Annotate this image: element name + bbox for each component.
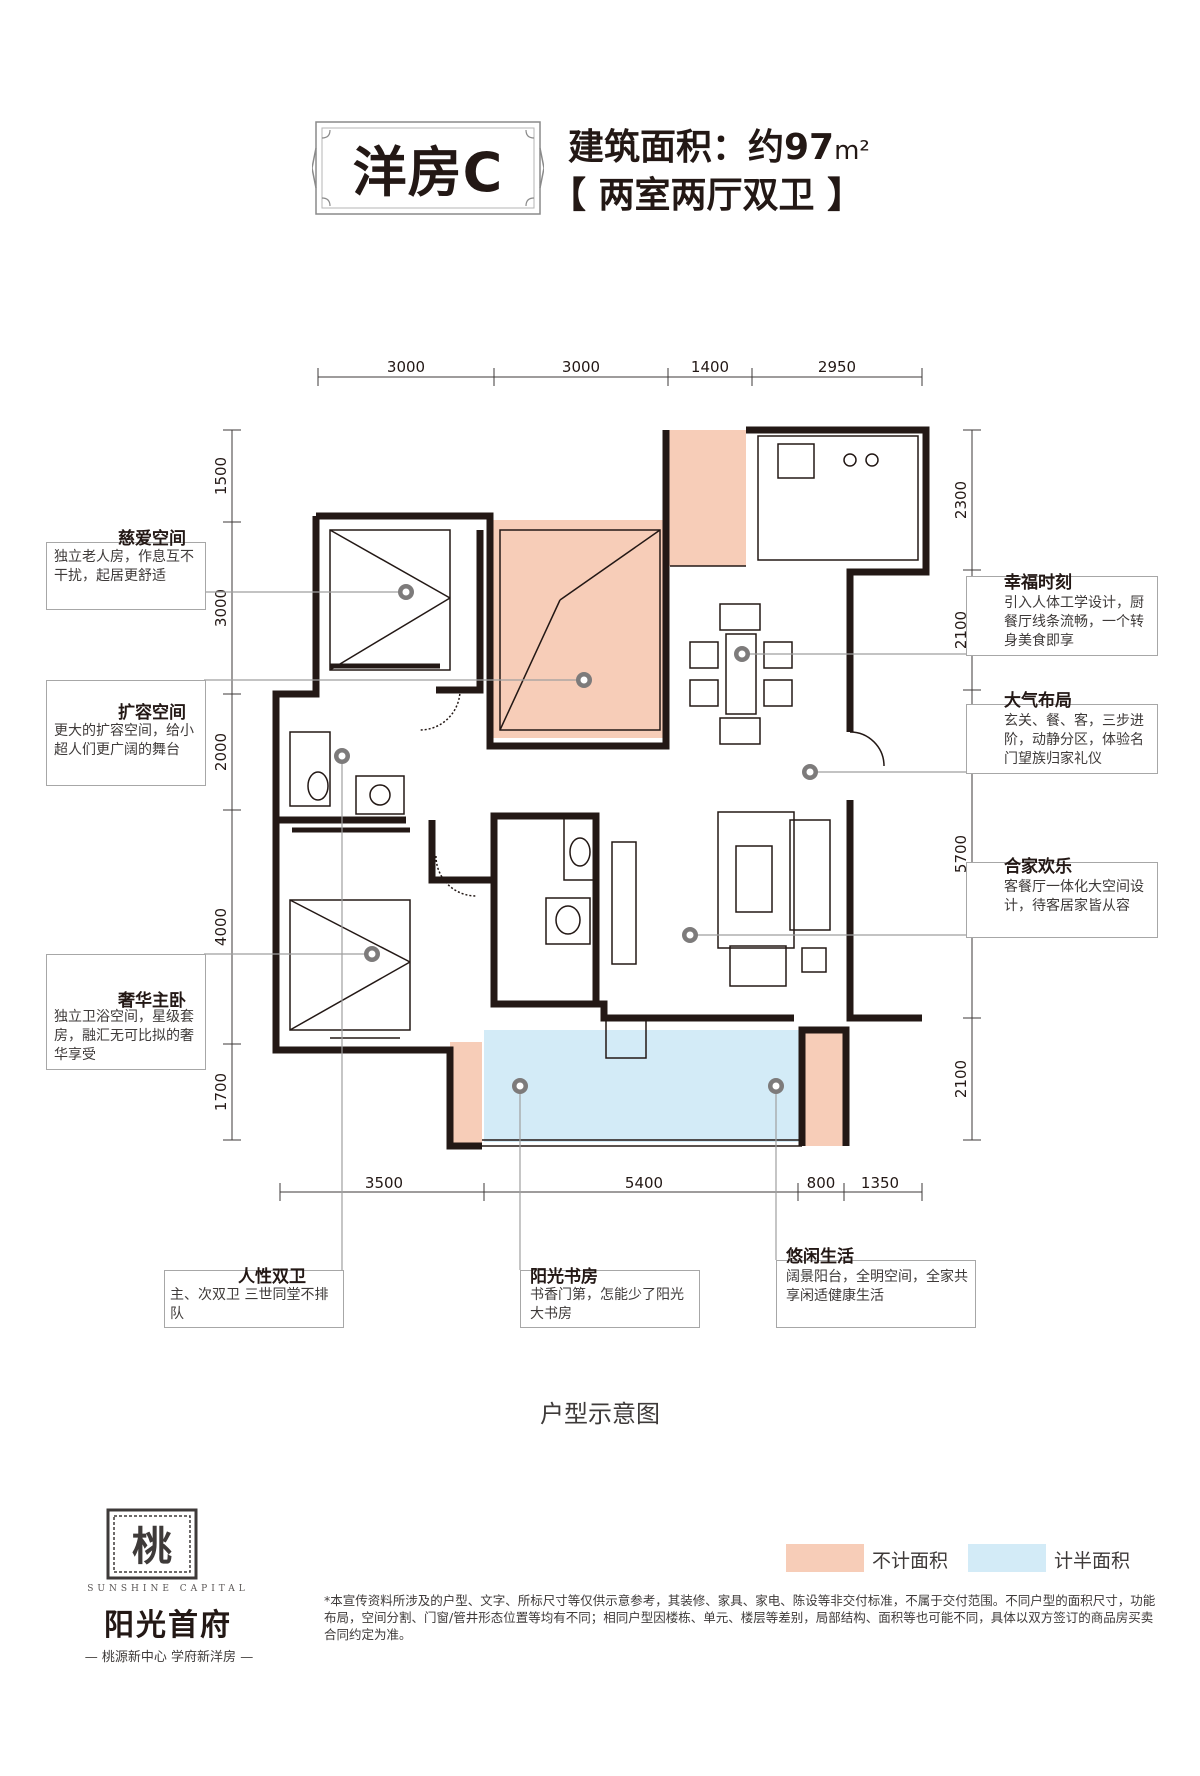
callout-hejia [966, 862, 1158, 938]
dim-bottom-1: 3500 [365, 1174, 403, 1192]
dim-right-4: 2100 [952, 1060, 970, 1098]
callout-cian-desc: 独立老人房，作息互不干扰，起居更舒适 [54, 549, 194, 584]
marker-dots [334, 584, 818, 1094]
no-area-zones [450, 430, 846, 1146]
legend-label-half-area: 计半面积 [1054, 1550, 1131, 1572]
callout-kuorong-title: 扩容空间 [118, 703, 186, 723]
dim-right-1: 2300 [952, 481, 970, 519]
title-plaque [312, 121, 544, 215]
dimension-lines [223, 368, 981, 1201]
callout-kuorong [46, 680, 206, 786]
brand-name: 阳光首府 [104, 1608, 232, 1643]
callout-shufang-title: 阳光书房 [530, 1267, 598, 1287]
legend-swatch-no-area [786, 1544, 864, 1572]
dimension-labels: 3000 3000 1400 2950 3500 5400 800 1350 1… [212, 358, 970, 1192]
layout-label: 【 两室两厅双卫 】 [550, 175, 864, 216]
brand-slogan: — 桃源新中心 学府新洋房 — [84, 1650, 254, 1665]
area-label: 建筑面积：约97m² [568, 127, 870, 168]
dim-top-3: 1400 [691, 358, 729, 376]
callout-daqi-title: 大气布局 [1004, 691, 1072, 711]
callout-xingfu [966, 576, 1158, 656]
legend-swatch-half-area [968, 1544, 1046, 1572]
dim-left-1: 1500 [212, 457, 230, 495]
dim-left-5: 1700 [212, 1073, 230, 1111]
dim-top-1: 3000 [387, 358, 425, 376]
brand-logo-glyph: 桃 [132, 1523, 172, 1570]
dim-left-3: 2000 [212, 733, 230, 771]
callout-shuangwei-desc: 主、次双卫 三世同堂不排队 [170, 1287, 329, 1322]
furniture [289, 435, 919, 1059]
disclaimer: *本宣传资料所涉及的户型、文字、所标尺寸等仅供示意参考，其装修、家具、家电、陈设… [324, 1593, 1156, 1642]
dim-left-2: 3000 [212, 589, 230, 627]
unit-name: 洋房C [352, 141, 504, 204]
callout-shufang-desc: 书香门第，怎能少了阳光大书房 [530, 1287, 684, 1322]
legend-label-no-area: 不计面积 [872, 1550, 949, 1572]
callout-youxian [776, 1260, 976, 1328]
dim-left-4: 4000 [212, 908, 230, 946]
half-area-zone [484, 1030, 802, 1142]
callout-hejia-desc: 客餐厅一体化大空间设计，待客居家皆从容 [1004, 879, 1144, 914]
callout-shufang [520, 1270, 700, 1328]
leader-lines [204, 591, 966, 1270]
dim-bottom-3: 800 [807, 1174, 836, 1192]
callout-cian-title: 慈爱空间 [118, 529, 186, 549]
callout-daqi-desc: 玄关、餐、客，三步进阶，动静分区，体验名门望族归家礼仪 [1004, 713, 1144, 767]
area-unit: m² [834, 136, 870, 166]
dim-right-3: 5700 [952, 835, 970, 873]
plan-caption: 户型示意图 [540, 1400, 660, 1428]
dim-top-4: 2950 [818, 358, 856, 376]
callout-zhuwo [46, 954, 206, 1070]
brand-english-name: SUNSHINE CAPITAL [87, 1584, 249, 1594]
callout-kuorong-desc: 更大的扩容空间，给小超人们更广阔的舞台 [54, 723, 194, 758]
dim-top-2: 3000 [562, 358, 600, 376]
callout-daqi [966, 704, 1158, 774]
dim-bottom-2: 5400 [625, 1174, 663, 1192]
callout-zhuwo-desc: 独立卫浴空间，星级套房，融汇无可比拟的奢华享受 [54, 1009, 194, 1063]
callout-xingfu-desc: 引入人体工学设计，厨餐厅线条流畅，一个转身美食即享 [1004, 595, 1144, 649]
callout-shuangwei [164, 1270, 344, 1328]
walls [272, 426, 930, 1150]
dim-right-2: 2100 [952, 611, 970, 649]
callout-cian [46, 542, 206, 610]
brand-logo: 桃 [106, 1508, 198, 1580]
callout-xingfu-title: 幸福时刻 [1004, 573, 1072, 593]
callout-youxian-title: 悠闲生活 [786, 1247, 854, 1267]
dim-bottom-4: 1350 [861, 1174, 899, 1192]
callout-hejia-title: 合家欢乐 [1004, 857, 1072, 877]
callout-shuangwei-title: 人性双卫 [238, 1267, 306, 1287]
callout-youxian-desc: 阔景阳台，全明空间，全家共享闲适健康生活 [786, 1269, 968, 1304]
callout-zhuwo-title: 奢华主卧 [118, 991, 186, 1011]
